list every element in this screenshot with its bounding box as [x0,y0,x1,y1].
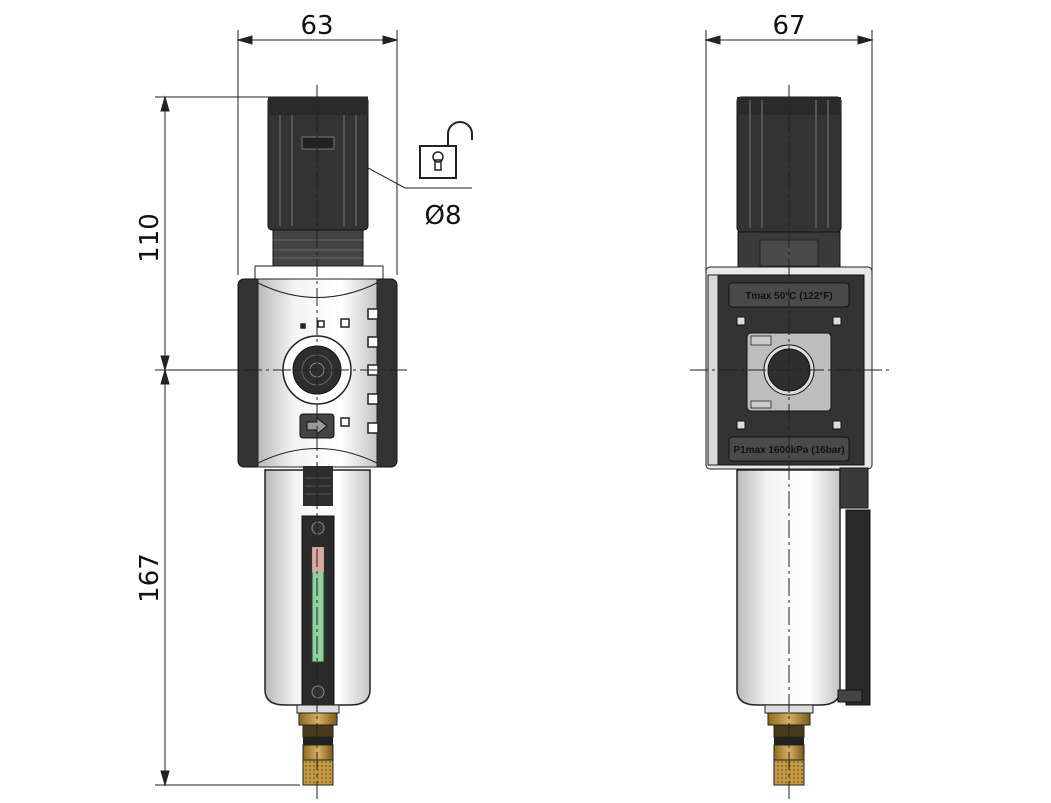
front-width-label: 63 [300,11,333,41]
padlock-open-icon [419,121,473,179]
lock-diameter-label: Ø8 [424,201,461,231]
dimension-heights [155,95,368,787]
adjustment-knob [267,96,369,231]
side-view: Tmax 50°C (122°F) P1max 1600kPa (16bar) [690,85,890,800]
drain-valve [296,704,340,786]
side-width-label: 67 [772,11,805,41]
lower-height-label: 167 [135,553,165,603]
dimension-side-width [704,30,874,275]
regulator-body [237,278,398,468]
dimension-front-width [236,30,399,275]
upper-height-label: 110 [135,213,165,263]
threaded-collar [272,229,364,267]
front-view [215,85,410,800]
